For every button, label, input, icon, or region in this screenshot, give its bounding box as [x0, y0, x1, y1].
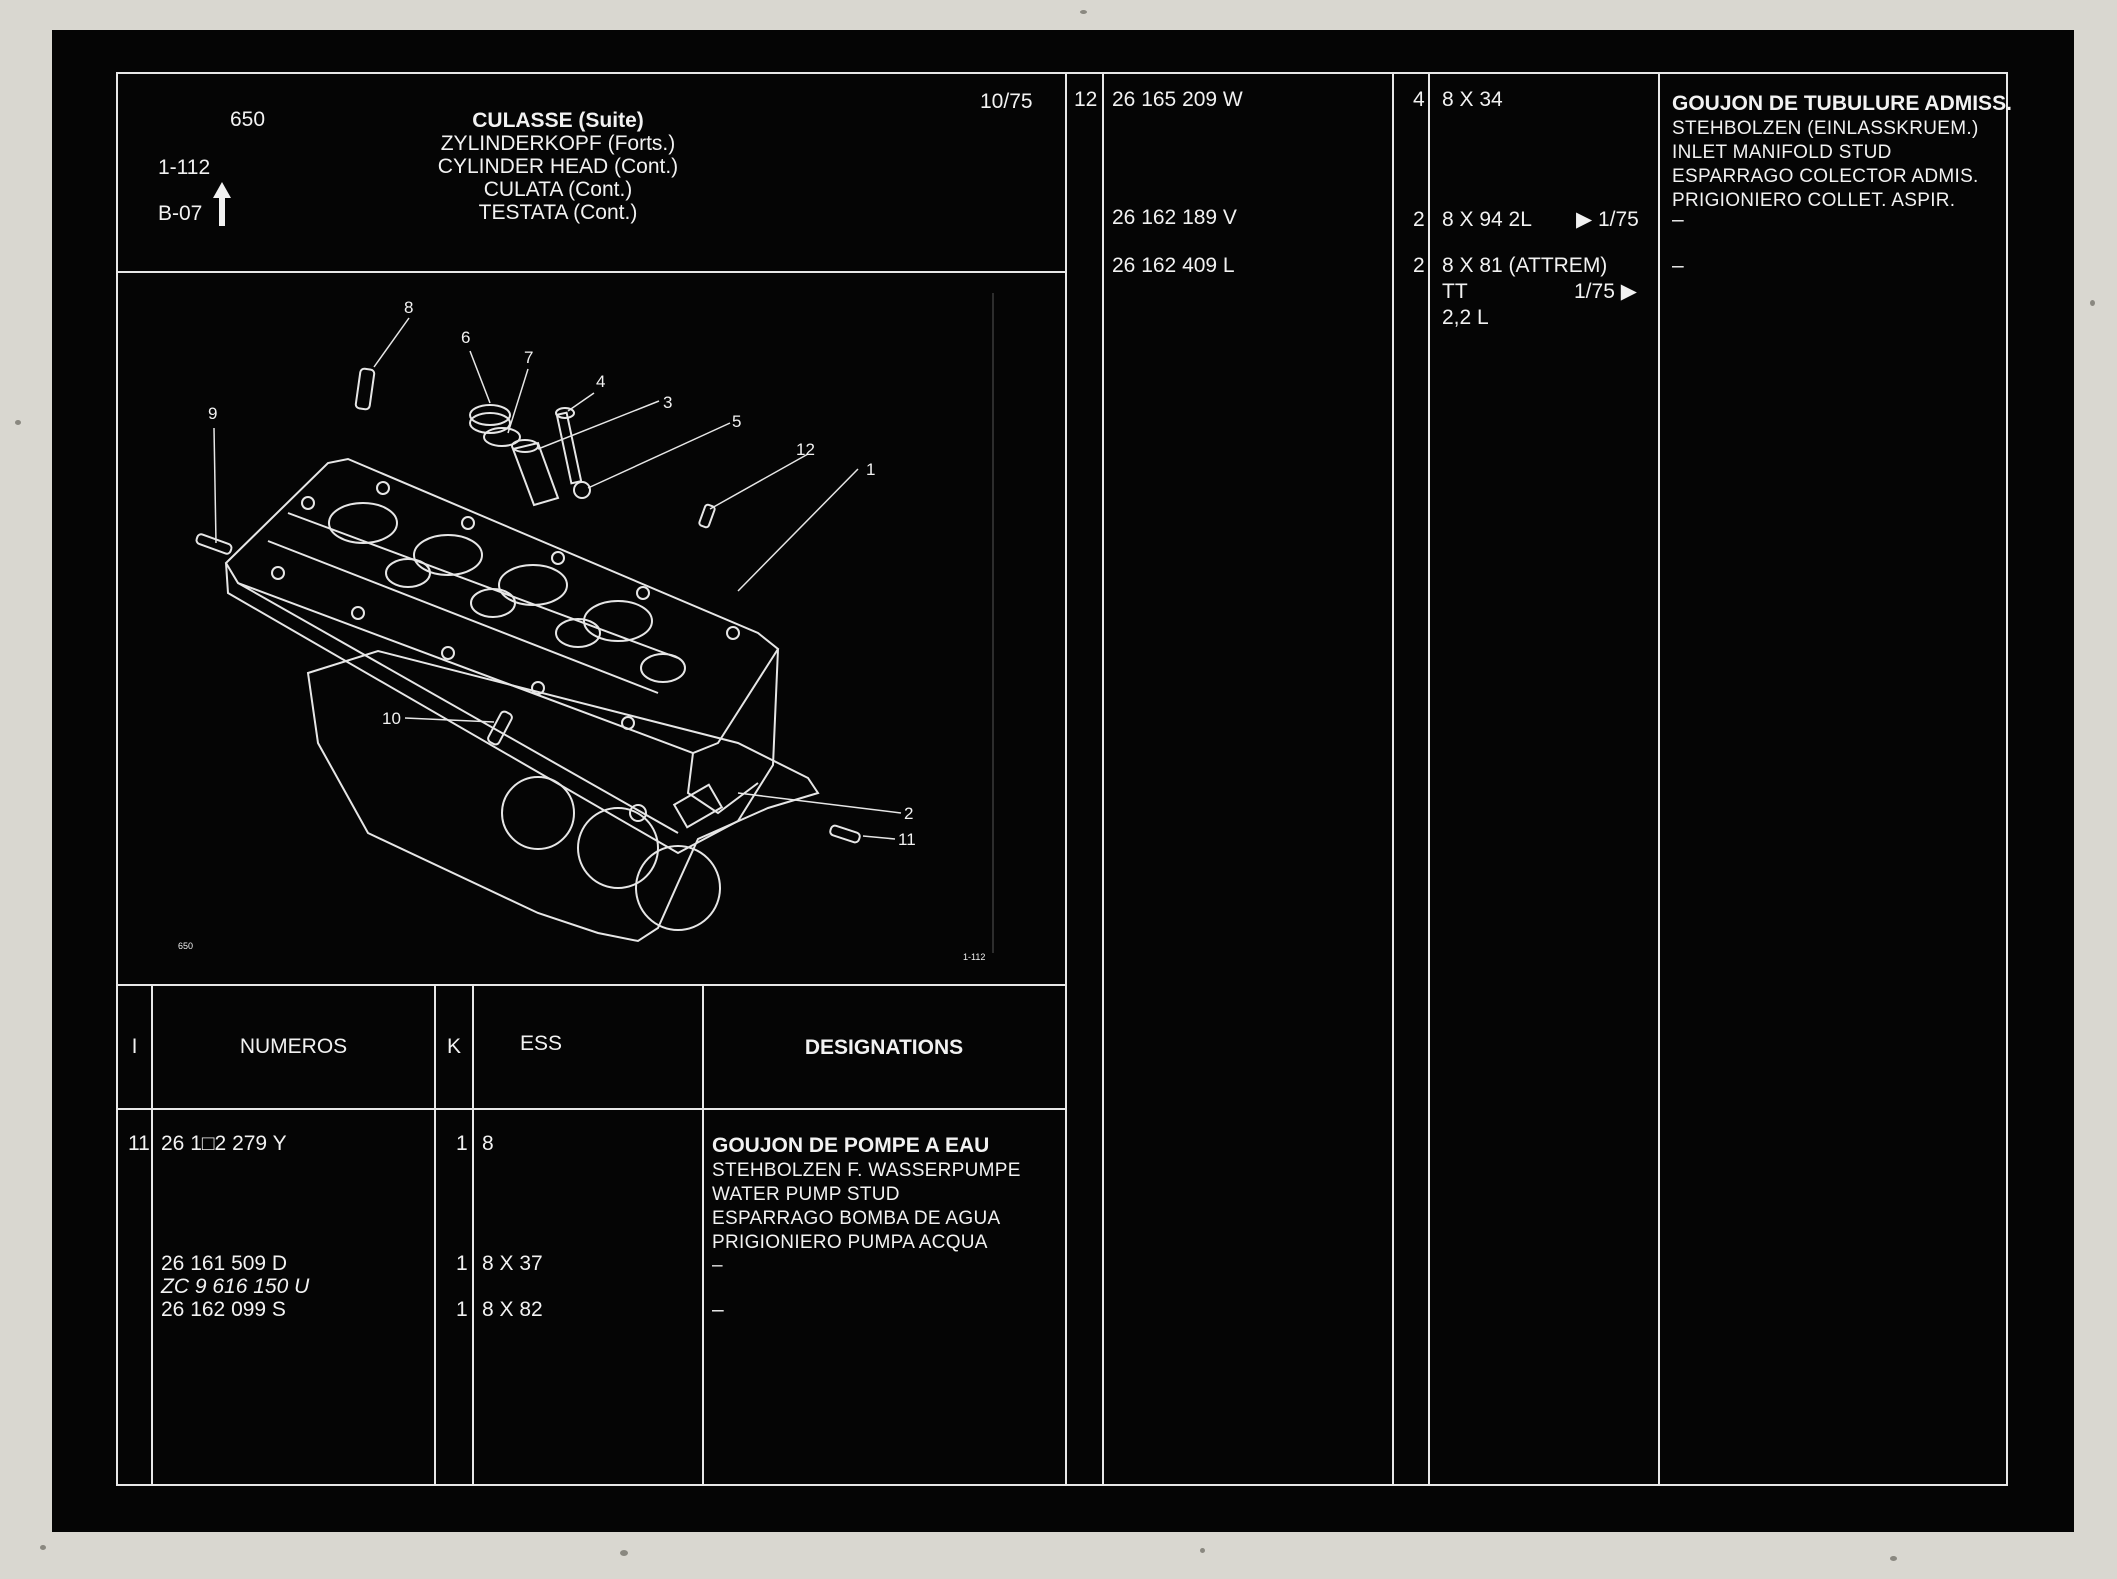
page-frame: 650 1-112 B-07 10/75 CULASSE (Suite) ZYL…	[116, 72, 2012, 1486]
designation-heading: GOUJON DE POMPE A EAU	[712, 1134, 990, 1157]
callout-2: 2	[904, 804, 913, 823]
part-qty: 1	[456, 1298, 468, 1321]
callout-8: 8	[404, 298, 413, 317]
part-qty: 2	[1413, 208, 1425, 231]
callout-7: 7	[524, 348, 533, 367]
page-code: 650	[230, 108, 266, 131]
part-size: 8 X 82	[482, 1298, 543, 1321]
part-number: 26 162 409 L	[1112, 254, 1235, 277]
divider-k-col	[472, 984, 474, 1484]
part-note: –	[1672, 254, 1684, 277]
callout-3: 3	[663, 393, 672, 412]
designation-line-es: ESPARRAGO BOMBA DE AGUA	[712, 1208, 1001, 1229]
title-fr: CULASSE (Suite)	[472, 109, 644, 132]
row-index: 12	[1074, 88, 1098, 111]
divider-index-col	[1102, 74, 1104, 1484]
title-it: TESTATA (Cont.)	[478, 201, 638, 224]
callout-6: 6	[461, 328, 470, 347]
callout-10: 10	[382, 709, 401, 728]
col-header-i: I	[131, 1035, 138, 1058]
callout-5: 5	[732, 412, 741, 431]
col-header-numeros: NUMEROS	[239, 1035, 348, 1058]
paper-speck	[2090, 300, 2095, 306]
divider-size-col	[1658, 74, 1660, 1484]
paper-speck	[40, 1545, 46, 1550]
diagram-corner-ref: 1-112	[963, 952, 985, 962]
designation-line-de: STEHBOLZEN (EINLASSKRUEM.)	[1672, 118, 1979, 139]
divider-i-col	[151, 984, 153, 1484]
part-size-note: TT	[1442, 280, 1468, 303]
divider-number-col	[1392, 74, 1394, 1484]
part-number-alt: ZC 9 616 150 U	[161, 1275, 310, 1298]
part-date: ▶ 1/75	[1576, 208, 1639, 231]
title-en: CYLINDER HEAD (Cont.)	[437, 155, 679, 178]
designation-line-it: PRIGIONIERO PUMPA ACQUA	[712, 1232, 988, 1253]
part-note: –	[1672, 208, 1684, 231]
part-size: 8 X 94 2L	[1442, 208, 1532, 231]
paper-speck	[1080, 10, 1087, 14]
divider-left-panel	[1065, 74, 1067, 1484]
designation-heading: GOUJON DE TUBULURE ADMISS.	[1672, 92, 2012, 115]
designation-line-es: ESPARRAGO COLECTOR ADMIS.	[1672, 166, 1979, 187]
paper-speck	[1200, 1548, 1205, 1553]
designation-line-de: STEHBOLZEN F. WASSERPUMPE	[712, 1160, 1021, 1181]
part-size: 8	[482, 1132, 494, 1155]
designation-line-dash: –	[712, 1255, 723, 1276]
figure-ref: 1-112	[158, 156, 211, 179]
group-ref: B-07	[158, 202, 203, 225]
header-divider	[118, 271, 1065, 273]
part-number: 26 162 189 V	[1112, 206, 1237, 229]
designation-line-en: WATER PUMP STUD	[712, 1184, 900, 1205]
callout-1: 1	[866, 460, 875, 479]
title-de: ZYLINDERKOPF (Forts.)	[440, 132, 676, 155]
part-size: 8 X 37	[482, 1252, 543, 1275]
arrow-up-icon	[213, 182, 231, 226]
part-size: 8 X 34	[1442, 88, 1503, 111]
callout-12: 12	[796, 440, 815, 459]
callout-9: 9	[208, 404, 217, 423]
part-qty: 1	[456, 1132, 468, 1155]
diagram-divider	[118, 984, 1065, 986]
revision-date: 10/75	[980, 90, 1033, 113]
column-header-divider	[118, 1108, 1065, 1110]
paper-speck	[620, 1550, 628, 1556]
col-header-designations: DESIGNATIONS	[804, 1036, 964, 1059]
title-es: CULATA (Cont.)	[483, 178, 633, 201]
part-number: 26 161 509 D	[161, 1252, 288, 1275]
designation-line-en: INLET MANIFOLD STUD	[1672, 142, 1892, 163]
divider-qty-col	[1428, 74, 1430, 1484]
part-number: 26 165 209 W	[1112, 88, 1243, 111]
paper-speck	[15, 420, 21, 425]
row-index: 11	[128, 1132, 150, 1155]
part-date: 1/75 ▶	[1574, 280, 1637, 303]
part-number: 26 162 099 S	[161, 1298, 286, 1321]
part-qty: 2	[1413, 254, 1425, 277]
cylinder-head-diagram: 8 6 7 4 3 5 9 12 1 2 11 10 650 1-112	[178, 293, 994, 962]
col-header-k: K	[446, 1035, 461, 1058]
part-size-note: 2,2 L	[1442, 306, 1489, 329]
part-qty: 1	[456, 1252, 468, 1275]
callout-4: 4	[596, 372, 605, 391]
part-number: 26 1□2 279 Y	[161, 1132, 287, 1155]
callout-11: 11	[898, 830, 916, 849]
part-note: –	[712, 1298, 724, 1321]
paper-speck	[1890, 1556, 1897, 1561]
diagram-corner-code: 650	[178, 941, 193, 951]
divider-numeros-col	[434, 984, 436, 1484]
part-qty: 4	[1413, 88, 1425, 111]
col-header-ess: ESS	[520, 1032, 563, 1055]
designation-line-it: PRIGIONIERO COLLET. ASPIR.	[1672, 190, 1956, 211]
divider-ess-col	[702, 984, 704, 1484]
microfiche-sheet	[52, 30, 2074, 1532]
part-size: 8 X 81 (ATTREM)	[1442, 254, 1608, 277]
